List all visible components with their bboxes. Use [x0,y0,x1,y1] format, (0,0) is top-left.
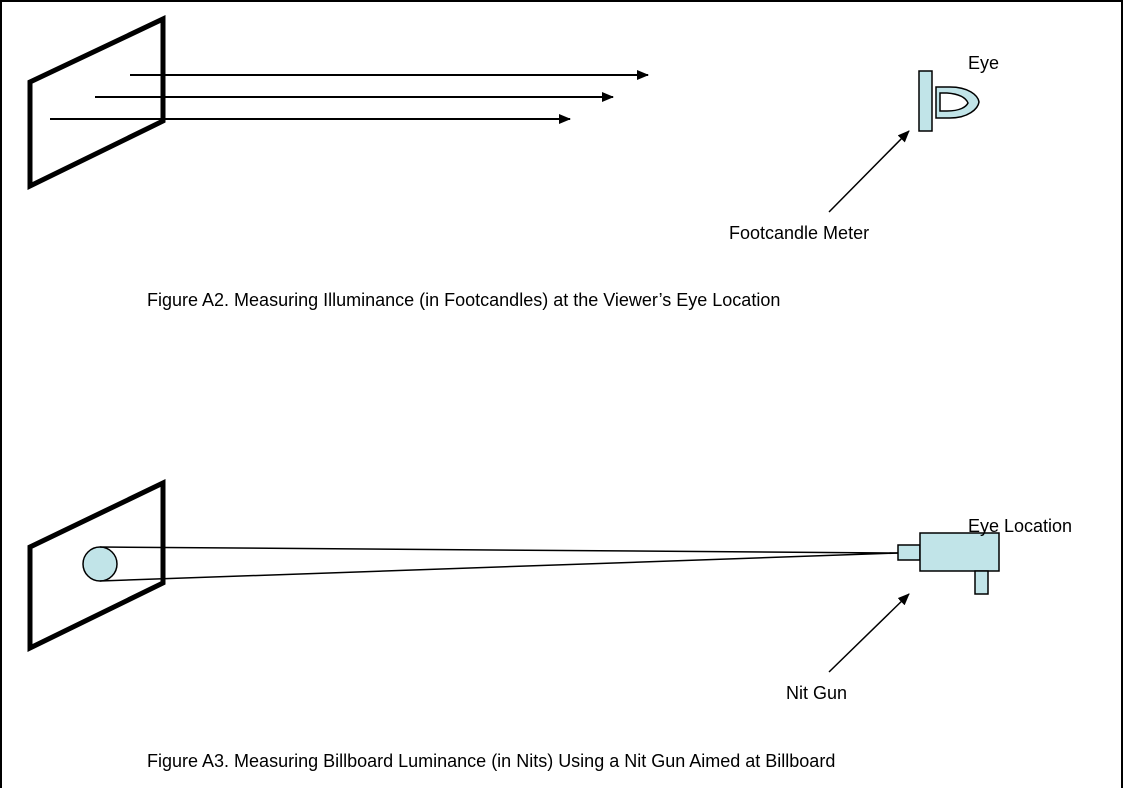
nit-gun-body [919,532,1000,572]
nit-gun-pointer-arrow [828,593,910,673]
figure-a3: Eye Location Nit Gun Figure A3. Measurin… [27,479,1072,771]
sight-line-top [99,546,899,554]
footcandle-meter [918,70,933,132]
eye-icon [935,86,980,119]
nit-gun-lens [897,544,921,561]
measured-spot [82,546,118,582]
figure-a2: Eye Footcandle Meter Figure A2. Measurin… [27,15,999,310]
footcandle-meter-label: Footcandle Meter [729,223,869,243]
figure-a2-caption: Figure A2. Measuring Illuminance (in Foo… [147,290,780,310]
figure-a3-caption: Figure A3. Measuring Billboard Luminance… [147,751,835,771]
eye-location-label: Eye Location [968,516,1072,536]
billboard-a2 [27,15,166,191]
sight-line-bottom [99,552,899,582]
billboard-a3 [27,479,166,653]
eye-label: Eye [968,53,999,73]
meter-pointer-arrow [828,130,910,213]
nit-gun-handle [974,570,989,595]
nit-gun-label: Nit Gun [786,683,847,703]
